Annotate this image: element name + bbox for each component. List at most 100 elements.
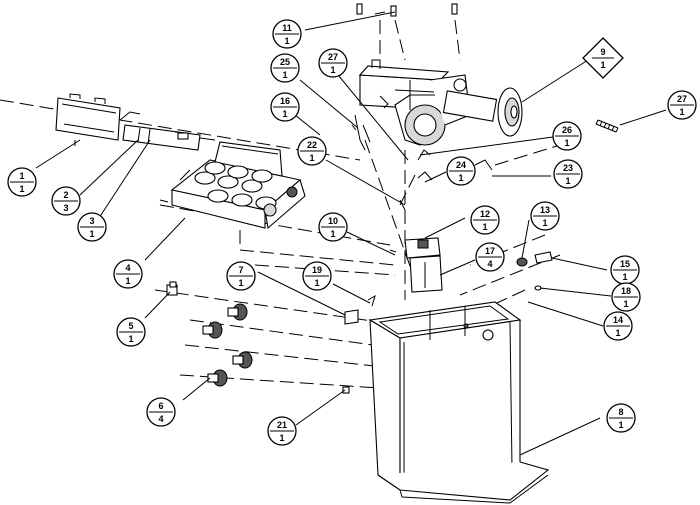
tray-cups xyxy=(194,161,277,210)
callout-25-qty: 1 xyxy=(282,70,287,80)
callout-8-qty: 1 xyxy=(618,420,623,430)
callout-15-item: 15 xyxy=(620,259,630,269)
part-19-clip xyxy=(367,294,376,307)
callout-27-balloon-top: 27 1 xyxy=(318,48,348,78)
callout-5-item: 5 xyxy=(128,321,133,331)
callout-8-balloon: 8 1 xyxy=(606,403,636,433)
callout-24-balloon: 24 1 xyxy=(446,156,476,186)
callout-18-item: 18 xyxy=(621,286,631,296)
callout-21-qty: 1 xyxy=(279,433,284,443)
callout-10-qty: 1 xyxy=(330,229,335,239)
callout-10-item: 10 xyxy=(328,216,338,226)
callout-13-balloon: 13 1 xyxy=(530,201,560,231)
callout-19-qty: 1 xyxy=(314,278,319,288)
callout-22-qty: 1 xyxy=(309,153,314,163)
callout-3-balloon: 3 1 xyxy=(77,212,107,242)
callout-24-item: 24 xyxy=(456,160,466,170)
callout-22-balloon: 22 1 xyxy=(297,136,327,166)
callout-23-balloon: 23 1 xyxy=(553,159,583,189)
callout-9-qty: 1 xyxy=(600,60,605,70)
callout-6-item: 6 xyxy=(158,401,163,411)
callout-1-qty: 1 xyxy=(19,184,24,194)
part-15-label xyxy=(534,251,553,264)
callout-5-balloon: 5 1 xyxy=(116,317,146,347)
callout-2-item: 2 xyxy=(63,190,68,200)
callout-16-balloon: 16 1 xyxy=(270,92,300,122)
callout-1-balloon: 1 1 xyxy=(7,167,37,197)
callout-26-qty: 1 xyxy=(564,138,569,148)
callout-4-qty: 1 xyxy=(125,276,130,286)
callout-15-balloon: 15 1 xyxy=(610,255,640,285)
callout-10-balloon: 10 1 xyxy=(318,212,348,242)
part-13-grommet xyxy=(516,257,528,267)
part-5-knob xyxy=(166,281,178,296)
callout-19-item: 19 xyxy=(312,265,322,275)
callout-26-item: 26 xyxy=(562,125,572,135)
part-7-plate xyxy=(344,309,359,325)
callout-16-item: 16 xyxy=(280,96,290,106)
part-8-pedestal xyxy=(368,301,550,504)
callout-23-qty: 1 xyxy=(565,176,570,186)
callout-25-balloon: 25 1 xyxy=(270,53,300,83)
leader-lines xyxy=(35,11,667,456)
motor-gearbox-assembly xyxy=(358,59,523,146)
callout-11-item: 11 xyxy=(282,23,292,33)
callout-7-balloon: 7 1 xyxy=(226,261,256,291)
callout-27-top-item: 27 xyxy=(328,52,338,62)
callout-18-qty: 1 xyxy=(623,299,628,309)
callout-12-balloon: 12 1 xyxy=(470,205,500,235)
callout-9-item: 9 xyxy=(600,47,605,57)
callout-14-qty: 1 xyxy=(615,328,620,338)
part-3-shaft xyxy=(119,111,216,151)
callout-12-qty: 1 xyxy=(482,222,487,232)
callout-6-qty: 4 xyxy=(158,414,163,424)
callout-7-item: 7 xyxy=(238,265,243,275)
part-4-console-tray xyxy=(159,141,306,230)
callout-19-balloon: 19 1 xyxy=(302,261,332,291)
callout-24-qty: 1 xyxy=(458,173,463,183)
callout-23-item: 23 xyxy=(563,163,573,173)
callout-13-qty: 1 xyxy=(542,218,547,228)
callout-27-right-item: 27 xyxy=(677,94,687,104)
small-clips xyxy=(351,114,493,253)
callout-1-item: 1 xyxy=(19,171,24,181)
callout-26-balloon: 26 1 xyxy=(552,121,582,151)
callout-25-item: 25 xyxy=(280,57,290,67)
callout-21-balloon: 21 1 xyxy=(267,416,297,446)
callout-14-item: 14 xyxy=(613,315,623,325)
callout-7-qty: 1 xyxy=(238,278,243,288)
callout-27-top-qty: 1 xyxy=(330,65,335,75)
part-6-feet xyxy=(202,303,253,387)
callout-14-balloon: 14 1 xyxy=(603,311,633,341)
callout-2-qty: 3 xyxy=(63,203,68,213)
part-21-screw xyxy=(342,386,350,394)
callout-22-item: 22 xyxy=(307,140,317,150)
callout-2-balloon: 2 3 xyxy=(51,186,81,216)
callout-17-qty: 4 xyxy=(487,259,492,269)
part-12-17-bracket xyxy=(404,237,443,293)
callout-17-item: 17 xyxy=(485,246,495,256)
callout-12-item: 12 xyxy=(480,209,490,219)
callout-3-qty: 1 xyxy=(89,229,94,239)
callout-4-balloon: 4 1 xyxy=(113,259,143,289)
callout-3-item: 3 xyxy=(89,216,94,226)
callout-18-balloon: 18 1 xyxy=(611,282,641,312)
callout-5-qty: 1 xyxy=(128,334,133,344)
callout-17-balloon: 17 4 xyxy=(475,242,505,272)
callout-27-balloon-right: 27 1 xyxy=(667,90,697,120)
callout-16-qty: 1 xyxy=(282,109,287,119)
callout-27-right-qty: 1 xyxy=(679,107,684,117)
callout-4-item: 4 xyxy=(125,263,130,273)
callout-9-diamond: 9 1 xyxy=(582,37,624,79)
callout-21-item: 21 xyxy=(277,420,287,430)
callout-15-qty: 1 xyxy=(622,272,627,282)
callout-8-item: 8 xyxy=(618,407,623,417)
top-screws xyxy=(356,3,458,17)
callout-6-balloon: 6 4 xyxy=(146,397,176,427)
part-1-tube xyxy=(55,93,121,146)
callout-11-qty: 1 xyxy=(284,36,289,46)
part-27-spring xyxy=(595,119,619,133)
callout-13-item: 13 xyxy=(540,205,550,215)
callout-11-balloon: 11 1 xyxy=(272,19,302,49)
